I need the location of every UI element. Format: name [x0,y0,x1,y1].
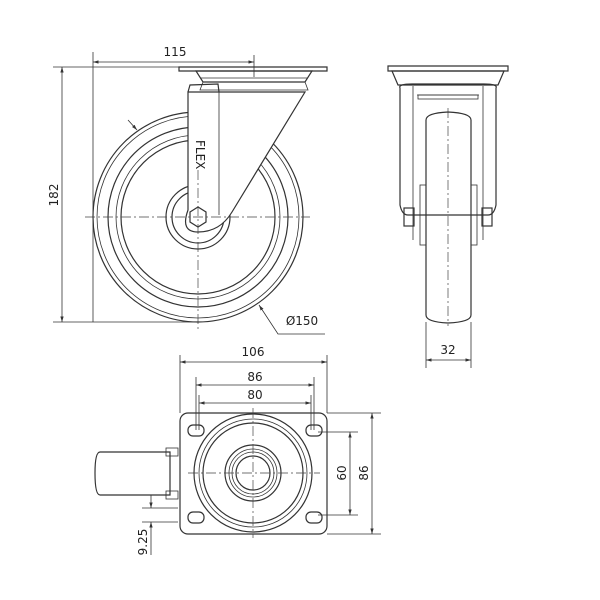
offset-dim-925: 9.25 [136,529,150,556]
plate-height-dim: 86 [357,465,371,480]
wheel-width-dim: 32 [440,343,455,357]
hole-spacing-outer-dim: 86 [247,370,262,384]
hole-spacing-inner-dim: 80 [247,388,262,402]
front-view: 32 [387,65,509,368]
top-view: 106 86 80 60 86 9.25 [94,345,381,556]
hole-spacing-vertical-dim: 60 [335,465,349,480]
side-view: FLEX 115 182 Ø150 [47,45,328,335]
logo: FLEX [193,140,207,169]
offset-dim: 115 [164,45,187,59]
plate-width-dim: 106 [242,345,265,359]
wheel-diameter-dim: Ø150 [286,314,318,328]
height-dim: 182 [47,184,61,207]
